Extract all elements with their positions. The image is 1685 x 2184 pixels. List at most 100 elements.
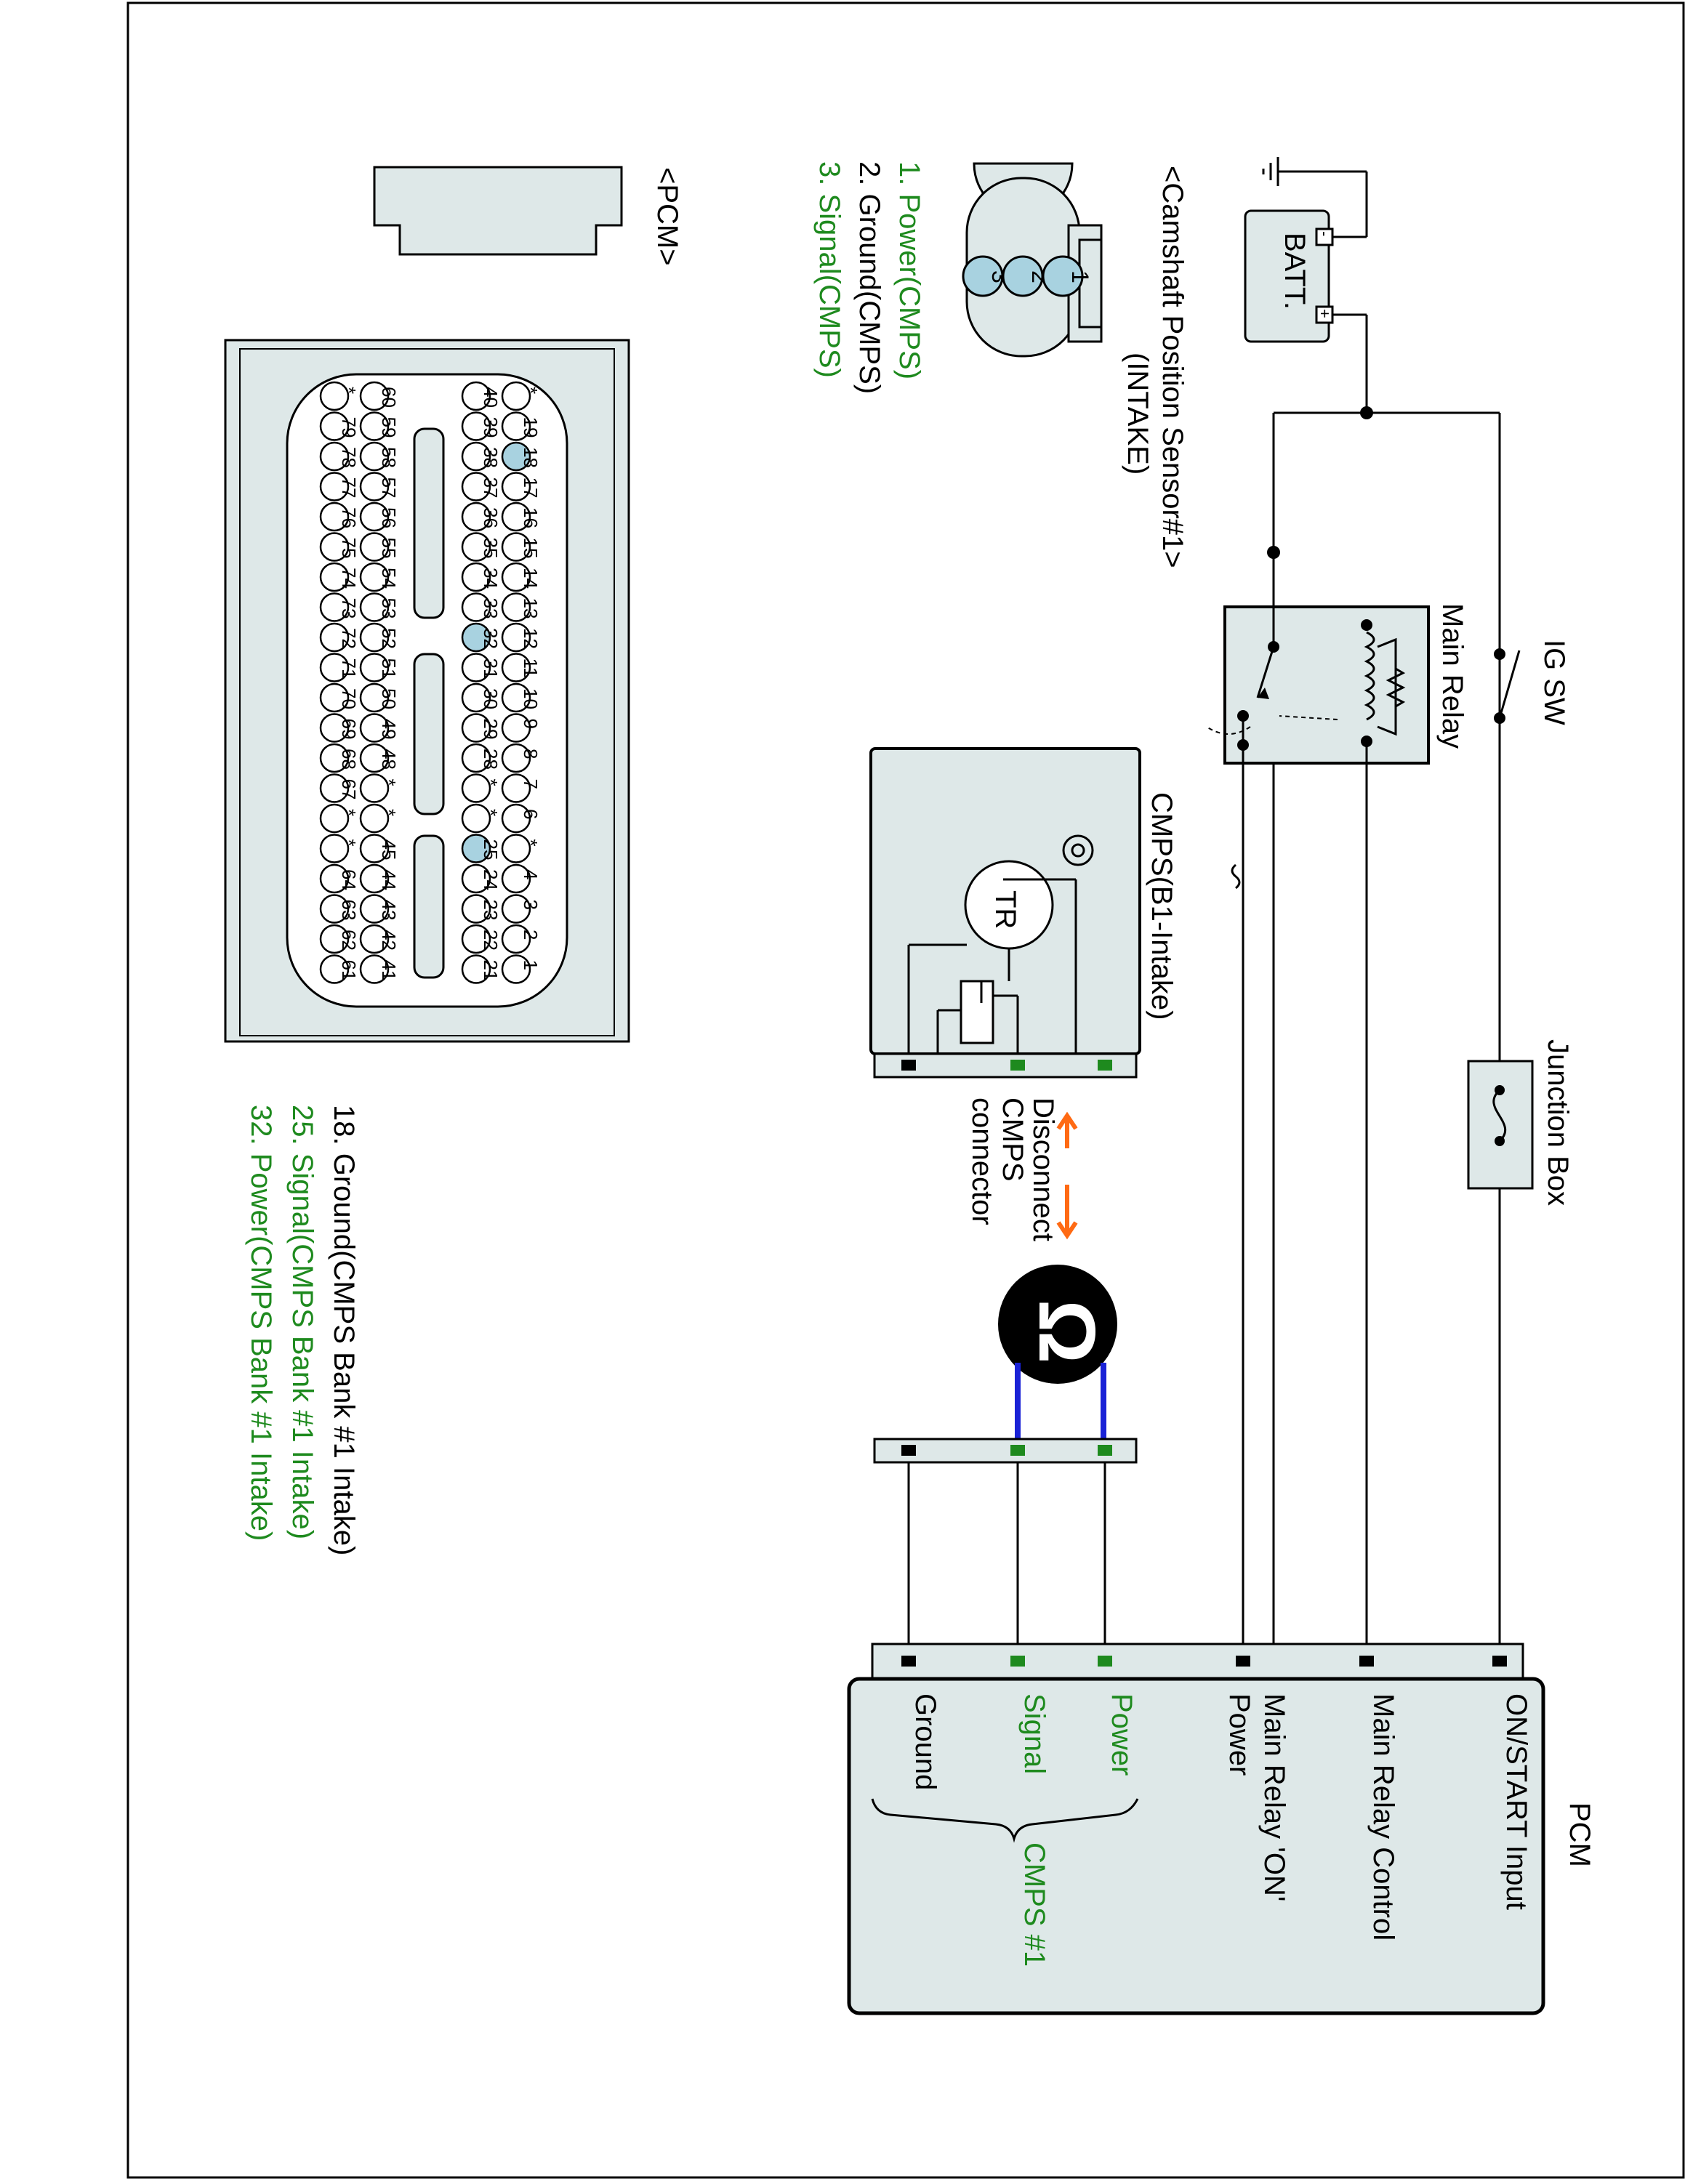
pcm-pin-cell (501, 803, 531, 834)
inline-pin-ground (901, 1445, 916, 1456)
pcm-legend-item: 25. Signal(CMPS Bank #1 Intake) (286, 1105, 318, 1539)
pcm-pin-cell (461, 803, 491, 834)
pcm-legend-item: 32. Power(CMPS Bank #1 Intake) (245, 1105, 277, 1541)
cmps-pin-power (1098, 1060, 1112, 1071)
pcm-pin-cell (359, 381, 390, 411)
pcm-pin-number: 4 (520, 869, 542, 879)
pcm-pin-cell (359, 863, 390, 894)
ig-sw-label: IG SW (1538, 640, 1570, 725)
pcm-pin-cell (319, 954, 350, 984)
pcm-pin-cell (359, 532, 390, 562)
cmps-pin-signal (1010, 1060, 1025, 1071)
disconnect-arrow-up-head (1056, 1111, 1078, 1130)
pcm-pin (1010, 1656, 1025, 1667)
sensor-pin-number: 1 (1067, 270, 1093, 283)
battery-box (1244, 209, 1330, 343)
sensor-legend-item: 2. Ground(CMPS) (853, 161, 885, 394)
fuse-dot (1495, 1085, 1505, 1095)
pcm-pin-cell (319, 441, 350, 472)
pcm-pin-number: 67 (338, 779, 360, 800)
pcm-pin (901, 1656, 916, 1667)
pcm-pin-cell (359, 743, 390, 773)
pcm-pin-number: 62 (338, 930, 360, 951)
pcm-pin-cell (319, 562, 350, 592)
pcm-pin-number: 59 (378, 417, 400, 438)
pcm-pin-number: 38 (480, 447, 502, 468)
pcm-pin-number: 45 (378, 839, 400, 861)
pcm-pin-label2: Power (1223, 1693, 1255, 1776)
pcm-pin-cell (461, 381, 491, 411)
pcm-pin-cell (461, 894, 491, 924)
pcm-pin-cell (319, 501, 350, 532)
pcm-pin-number: 6 (520, 809, 542, 819)
page-border (126, 1, 1685, 2179)
pcm-pin-cell (319, 532, 350, 562)
cmps-resistor (960, 980, 994, 1044)
junction-box (1467, 1060, 1534, 1190)
pcm-pin-cell (319, 622, 350, 653)
pcm-pin-number: 35 (480, 538, 502, 559)
pcm-pin-number: 2 (520, 930, 542, 940)
pcm-pin-number: 39 (480, 417, 502, 438)
pcm-pin-number: 77 (338, 478, 360, 499)
pcm-pin-number: * (480, 779, 502, 786)
pcm-pin-cell (501, 472, 531, 501)
pcm-box (847, 1677, 1545, 2015)
pcm-connector-strip (871, 1643, 1524, 1680)
ig-sw-blade (1498, 650, 1521, 719)
pcm-pin-cell (319, 924, 350, 954)
cmps-target-inner (1071, 843, 1085, 858)
junction-box-label: Junction Box (1542, 1039, 1574, 1206)
pcm-pin-number: 41 (378, 960, 400, 981)
pcm-pin-number: 74 (338, 568, 360, 589)
pcm-pin-label: ON/START Input (1500, 1693, 1532, 1910)
pcm-pin-number: 33 (480, 598, 502, 619)
relay-switch-blade (1256, 646, 1275, 698)
sensor-legend-item: 3. Signal(CMPS) (813, 161, 845, 378)
pcm-connector-title: <PCM> (651, 167, 683, 266)
pcm-pin-number: 75 (338, 538, 360, 559)
relay-resistor (1386, 667, 1406, 708)
pcm-connector-slot (413, 834, 445, 979)
batt-pos-sign: + (1316, 309, 1334, 318)
pcm-pin-cell (501, 954, 531, 984)
pcm-pin-cell (501, 622, 531, 653)
relay-ground-squiggle (1231, 863, 1241, 890)
pcm-pin-number: * (480, 809, 502, 816)
pcm-pin-number: 3 (520, 900, 542, 910)
fuse-symbol (1492, 1089, 1506, 1143)
pcm-pin-cell (359, 894, 390, 924)
pcm-pin-number: 78 (338, 447, 360, 468)
cmps-label: CMPS(B1-Intake) (1146, 792, 1178, 1020)
sensor-connector-subtitle: (INTAKE) (1122, 352, 1154, 475)
pcm-pin-cell (461, 562, 491, 592)
pcm-pin-number: * (338, 839, 360, 847)
pcm-pin-number: 43 (378, 900, 400, 921)
pcm-pin-cell (501, 441, 531, 472)
pcm-pin-cell (359, 653, 390, 682)
pcm-pin-cell (461, 924, 491, 954)
pcm-pin-number: 7 (520, 779, 542, 789)
pcm-pin-label: Main Relay 'ON' (1258, 1693, 1290, 1901)
relay-coil-top-dot (1361, 619, 1372, 631)
pcm-pin-number: 14 (520, 568, 542, 589)
disconnect-label: CMPS (997, 1097, 1029, 1182)
pcm-pin-number: 72 (338, 628, 360, 649)
pcm-pin-cell (501, 834, 531, 863)
pcm-pin-number: 60 (378, 387, 400, 408)
pcm-pin-cell (359, 501, 390, 532)
pcm-pin-number: 52 (378, 628, 400, 649)
sensor-connector-title: <Camshaft Position Sensor#1> (1157, 166, 1189, 568)
pcm-pin-cell (501, 501, 531, 532)
pcm-pin-cell (501, 381, 531, 411)
pcm-pin-number: 15 (520, 538, 542, 559)
pcm-pin-cell (501, 773, 531, 803)
pcm-pin-number: 79 (338, 417, 360, 438)
pcm-pin-cell (461, 592, 491, 622)
pcm-label: PCM (1564, 1802, 1596, 1867)
ig-sw-contact-top (1494, 648, 1505, 660)
disconnect-arrow-down-head (1056, 1221, 1078, 1240)
pcm-pin-number: 18 (520, 447, 542, 468)
ohmmeter (998, 1265, 1117, 1384)
pcm-connector-slot (413, 653, 445, 815)
